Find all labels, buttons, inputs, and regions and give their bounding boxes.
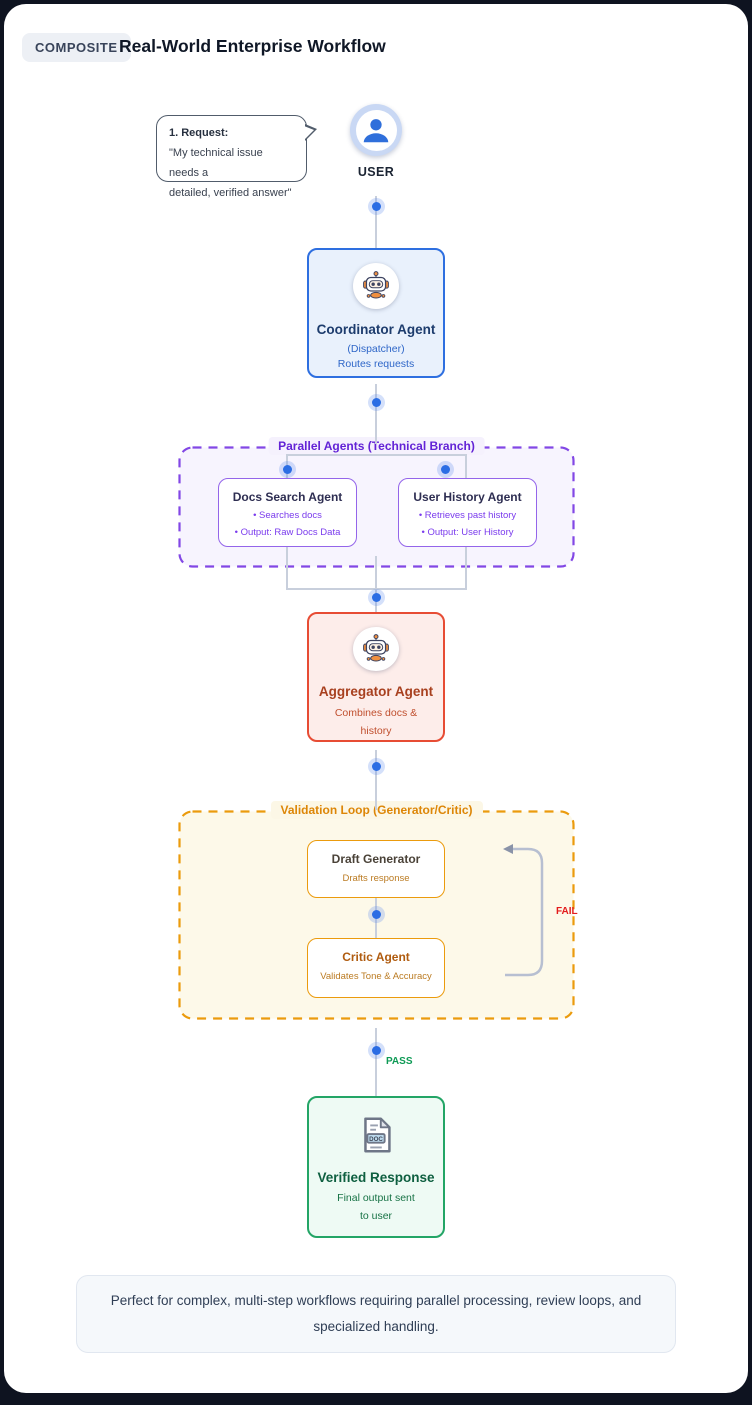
footer-text: Perfect for complex, multi-step workflow… bbox=[110, 1293, 642, 1334]
merge-bar bbox=[287, 588, 467, 590]
merge-right-line bbox=[465, 547, 467, 590]
flow-dot-history bbox=[440, 464, 450, 474]
user-label: USER bbox=[357, 165, 395, 179]
docs-search-bullet-2: • Output: Raw Docs Data bbox=[234, 527, 341, 538]
critic-agent-node: Critic Agent Validates Tone & Accuracy bbox=[307, 938, 445, 998]
coordinator-title: Coordinator Agent bbox=[316, 322, 436, 337]
connector-coordinator-parallel bbox=[375, 384, 377, 444]
flow-dot-2 bbox=[371, 397, 381, 407]
connector-parallel-aggregator bbox=[375, 556, 377, 612]
branch-split-bar bbox=[287, 454, 467, 456]
fail-loop-arrow bbox=[503, 844, 544, 977]
user-icon bbox=[363, 119, 389, 143]
robot-icon bbox=[363, 271, 389, 299]
doc-icon-label: DOC bbox=[369, 1136, 383, 1143]
flow-dot-4 bbox=[371, 761, 381, 771]
fail-label: FAIL bbox=[556, 906, 578, 917]
flow-dot-docs bbox=[282, 464, 292, 474]
coordinator-subtitle-dispatcher: (Dispatcher) bbox=[347, 343, 405, 355]
critic-agent-title: Critic Agent bbox=[342, 950, 410, 964]
merge-left-line bbox=[286, 547, 288, 590]
coordinator-icon-circle bbox=[353, 263, 399, 309]
validation-group-title: Validation Loop (Generator/Critic) bbox=[270, 801, 483, 819]
connector-user-coordinator bbox=[375, 196, 377, 248]
draft-generator-node: Draft Generator Drafts response bbox=[307, 840, 445, 898]
user-history-title: User History Agent bbox=[413, 490, 522, 504]
request-speech-bubble: 1. Request: "My technical issue needs a … bbox=[156, 115, 317, 199]
aggregator-subtitle-line1: Combines docs & bbox=[334, 707, 418, 720]
docs-search-title: Docs Search Agent bbox=[232, 490, 343, 504]
request-quote-line2: detailed, verified answer" bbox=[169, 187, 292, 200]
page-title: Real-World Enterprise Workflow bbox=[119, 36, 386, 56]
draft-generator-title: Draft Generator bbox=[331, 852, 421, 866]
user-history-bullet-1: • Retrieves past history bbox=[418, 510, 517, 521]
critic-agent-subtitle: Validates Tone & Accuracy bbox=[320, 971, 432, 982]
connector-validation-verified bbox=[375, 1028, 377, 1096]
user-avatar bbox=[350, 104, 402, 156]
aggregator-agent-node: Aggregator Agent Combines docs & history bbox=[307, 612, 445, 742]
docs-search-bullet-1: • Searches docs bbox=[253, 510, 322, 521]
coordinator-subtitle-routes: Routes requests bbox=[337, 358, 415, 370]
footer-note: Perfect for complex, multi-step workflow… bbox=[76, 1275, 676, 1353]
flow-dot-3 bbox=[371, 592, 381, 602]
user-history-agent-node: User History Agent • Retrieves past hist… bbox=[398, 478, 537, 547]
request-quote-line1: "My technical issue needs a bbox=[169, 146, 263, 180]
branch-right-drop bbox=[465, 454, 467, 478]
parallel-group-title: Parallel Agents (Technical Branch) bbox=[268, 437, 485, 455]
flow-dot-1 bbox=[371, 201, 381, 211]
draft-generator-subtitle: Drafts response bbox=[342, 873, 410, 884]
flow-dot-5 bbox=[371, 909, 381, 919]
pass-label: PASS bbox=[386, 1056, 413, 1067]
aggregator-title: Aggregator Agent bbox=[318, 684, 434, 700]
user-history-bullet-2: • Output: User History bbox=[421, 527, 514, 538]
docs-search-agent-node: Docs Search Agent • Searches docs • Outp… bbox=[218, 478, 357, 547]
user-avatar-ring bbox=[355, 109, 397, 151]
coordinator-agent-node: Coordinator Agent (Dispatcher) Routes re… bbox=[307, 248, 445, 378]
composite-badge: COMPOSITE bbox=[22, 33, 131, 62]
aggregator-subtitle-line2: history bbox=[360, 725, 392, 738]
document-icon: DOC bbox=[364, 1117, 391, 1153]
robot-icon bbox=[363, 634, 389, 662]
verified-subtitle-line1: Final output sent bbox=[337, 1192, 415, 1204]
flow-dot-6 bbox=[371, 1045, 381, 1055]
aggregator-icon-circle bbox=[353, 627, 399, 672]
verified-response-title: Verified Response bbox=[317, 1170, 435, 1185]
verified-response-node: DOC Verified Response Final output sent … bbox=[307, 1096, 445, 1238]
verified-subtitle-line2: to user bbox=[359, 1209, 393, 1222]
bubble-tail-fill bbox=[304, 126, 314, 140]
connector-aggregator-validation bbox=[375, 750, 377, 810]
request-heading: 1. Request: bbox=[169, 127, 229, 139]
